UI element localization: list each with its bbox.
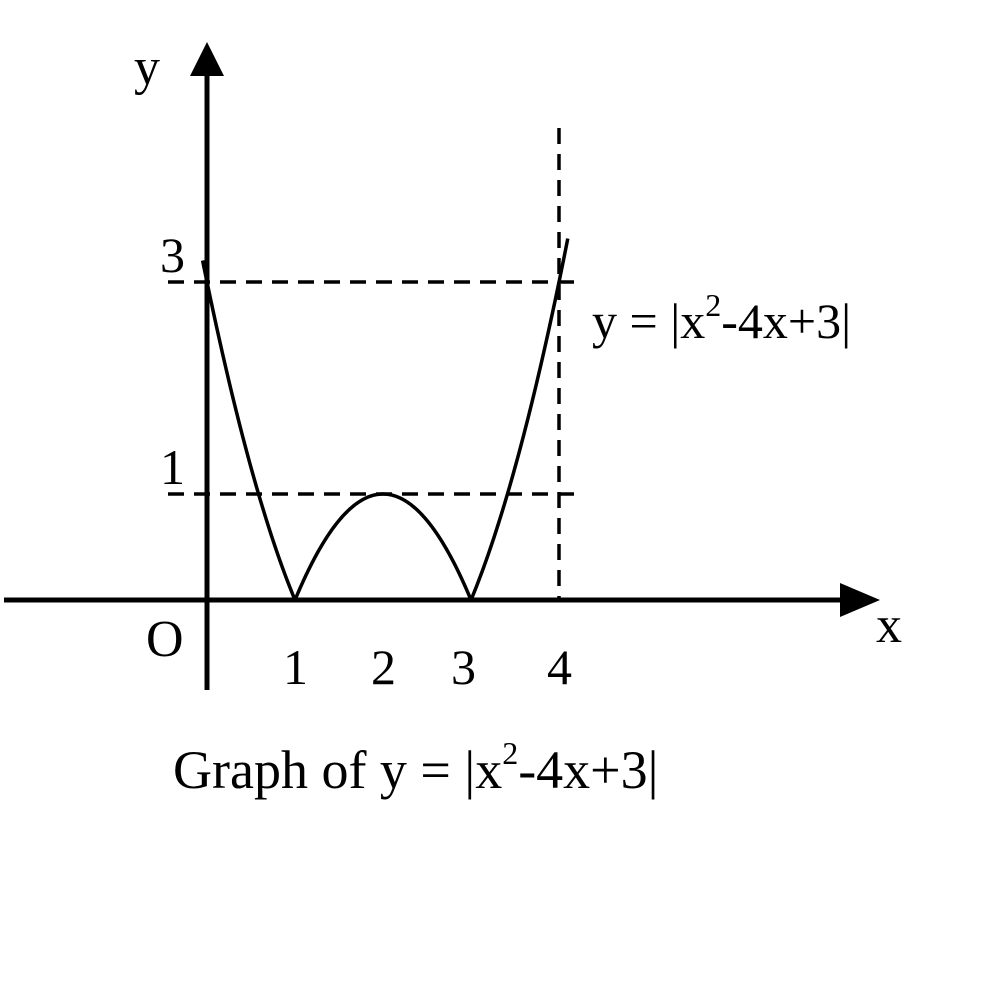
curve-equation-suffix: -4x+3|: [721, 293, 851, 349]
curve-equation-exponent: 2: [705, 287, 721, 323]
x-tick-label-4: 4: [547, 639, 572, 695]
y-tick-label-1: 1: [160, 439, 185, 495]
x-tick-label-3: 3: [451, 639, 476, 695]
reference-lines: [168, 128, 582, 600]
x-axis-label: x: [876, 597, 902, 654]
x-axis-arrowhead: [840, 583, 880, 617]
x-tick-label-1: 1: [283, 639, 308, 695]
abs-quadratic-curve: [200, 238, 570, 601]
chart-title-exponent: 2: [502, 735, 518, 771]
chart-title: Graph of y = |x2-4x+3|: [173, 735, 658, 800]
y-tick-labels: 13: [160, 227, 185, 495]
y-axis-label: y: [134, 39, 160, 96]
origin-label: O: [146, 611, 184, 668]
chart-title-suffix: -4x+3|: [518, 740, 658, 800]
y-tick-label-3: 3: [160, 227, 185, 283]
chart-title-base: Graph of y = |x: [173, 740, 502, 800]
curve-equation-base: y = |x: [592, 293, 705, 349]
y-axis-arrowhead: [190, 42, 224, 76]
curve-equation-label: y = |x2-4x+3|: [592, 287, 851, 349]
x-tick-label-2: 2: [371, 639, 396, 695]
axes: [4, 42, 880, 690]
